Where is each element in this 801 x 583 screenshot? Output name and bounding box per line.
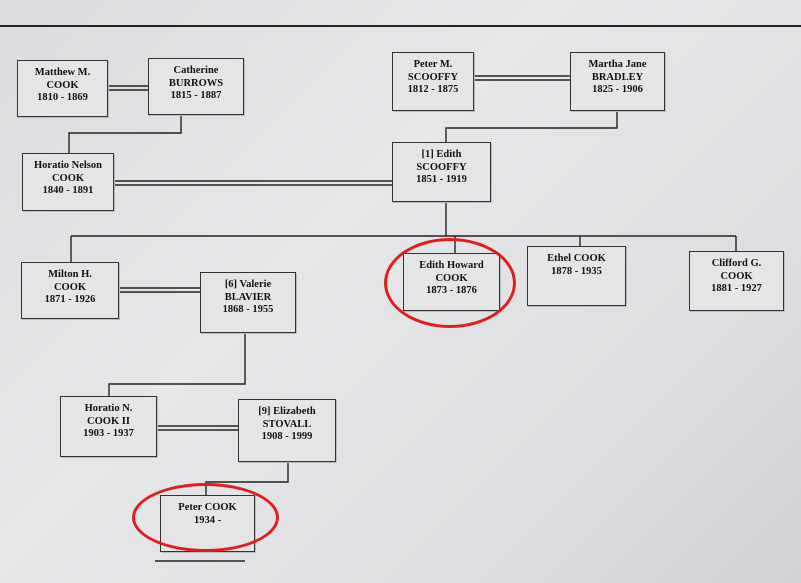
person-surname: STOVALL <box>262 418 312 430</box>
person-surname: COOK <box>46 79 79 91</box>
person-surname: BURROWS <box>168 77 224 89</box>
person-dates: 1810 - 1869 <box>37 92 88 103</box>
person-box-horatio-n-cook-ii[interactable]: Horatio N. COOK II 1903 - 1937 <box>60 396 157 457</box>
person-dates: 1868 - 1955 <box>222 304 274 315</box>
person-box-horatio-nelson-cook[interactable]: Horatio Nelson COOK 1840 - 1891 <box>22 153 114 211</box>
person-name: Peter M. <box>413 59 453 70</box>
person-surname: BLAVIER <box>224 291 272 303</box>
person-surname: COOK II <box>87 415 130 427</box>
descent-line-edith <box>445 111 618 143</box>
person-box-matthew-cook[interactable]: Matthew M. COOK 1810 - 1869 <box>17 60 108 117</box>
person-name: Ethel COOK <box>547 253 606 264</box>
person-box-valerie-blavier[interactable]: [6] Valerie BLAVIER 1868 - 1955 <box>200 272 296 333</box>
person-name: [1] Edith <box>421 149 462 160</box>
person-name: Horatio N. <box>84 403 133 414</box>
person-dates: 1825 - 1906 <box>592 84 643 95</box>
person-box-edith-howard-cook[interactable]: Edith Howard COOK 1873 - 1876 <box>403 253 500 311</box>
page-top-rule <box>0 25 801 27</box>
person-name: Horatio Nelson <box>34 160 102 171</box>
person-name: Catherine <box>173 65 219 76</box>
person-name: Martha Jane <box>588 59 647 70</box>
person-dates: 1871 - 1926 <box>44 294 96 305</box>
person-name: [9] Elizabeth <box>258 406 316 417</box>
person-box-ethel-cook[interactable]: Ethel COOK 1878 - 1935 <box>527 246 626 306</box>
person-dates: 1881 - 1927 <box>711 283 762 294</box>
person-box-elizabeth-stovall[interactable]: [9] Elizabeth STOVALL 1908 - 1999 <box>238 399 336 462</box>
person-surname: COOK <box>720 270 753 282</box>
person-dates: 1812 - 1875 <box>407 84 459 95</box>
person-surname: SCOOFFY <box>407 71 459 83</box>
descent-line-peter <box>205 462 289 496</box>
person-name: Edith Howard <box>419 260 484 271</box>
person-surname: COOK <box>53 281 87 293</box>
person-surname: SCOOFFY <box>416 161 467 173</box>
person-box-catherine-burrows[interactable]: Catherine BURROWS 1815 - 1887 <box>148 58 244 115</box>
person-dates: 1908 - 1999 <box>261 431 313 442</box>
person-dates: 1851 - 1919 <box>416 174 467 185</box>
person-name: Milton H. <box>48 269 92 280</box>
person-dates: 1903 - 1937 <box>83 428 134 439</box>
person-dates: 1873 - 1876 <box>426 285 477 296</box>
person-box-edith-scooffy[interactable]: [1] Edith SCOOFFY 1851 - 1919 <box>392 142 491 202</box>
person-box-martha-jane-bradley[interactable]: Martha Jane BRADLEY 1825 - 1906 <box>570 52 665 111</box>
person-surname: COOK <box>435 272 468 284</box>
person-name: [6] Valerie <box>224 279 272 290</box>
person-name: Clifford G. <box>711 258 762 269</box>
person-box-peter-cook[interactable]: Peter COOK 1934 - <box>160 495 255 552</box>
person-dates: 1878 - 1935 <box>551 265 602 277</box>
person-dates: 1840 - 1891 <box>42 185 94 196</box>
person-surname: BRADLEY <box>591 71 644 83</box>
person-surname: COOK <box>51 172 85 184</box>
person-box-milton-h-cook[interactable]: Milton H. COOK 1871 - 1926 <box>21 262 119 319</box>
descent-line-horatio <box>68 115 182 154</box>
descent-line-horatio2 <box>108 333 246 397</box>
person-name: Matthew M. <box>34 67 91 78</box>
person-name: Peter COOK <box>178 502 237 513</box>
person-dates: 1815 - 1887 <box>170 90 222 101</box>
person-box-clifford-g-cook[interactable]: Clifford G. COOK 1881 - 1927 <box>689 251 784 311</box>
person-dates: 1934 - <box>193 514 222 526</box>
person-box-peter-m-scooffy[interactable]: Peter M. SCOOFFY 1812 - 1875 <box>392 52 474 111</box>
